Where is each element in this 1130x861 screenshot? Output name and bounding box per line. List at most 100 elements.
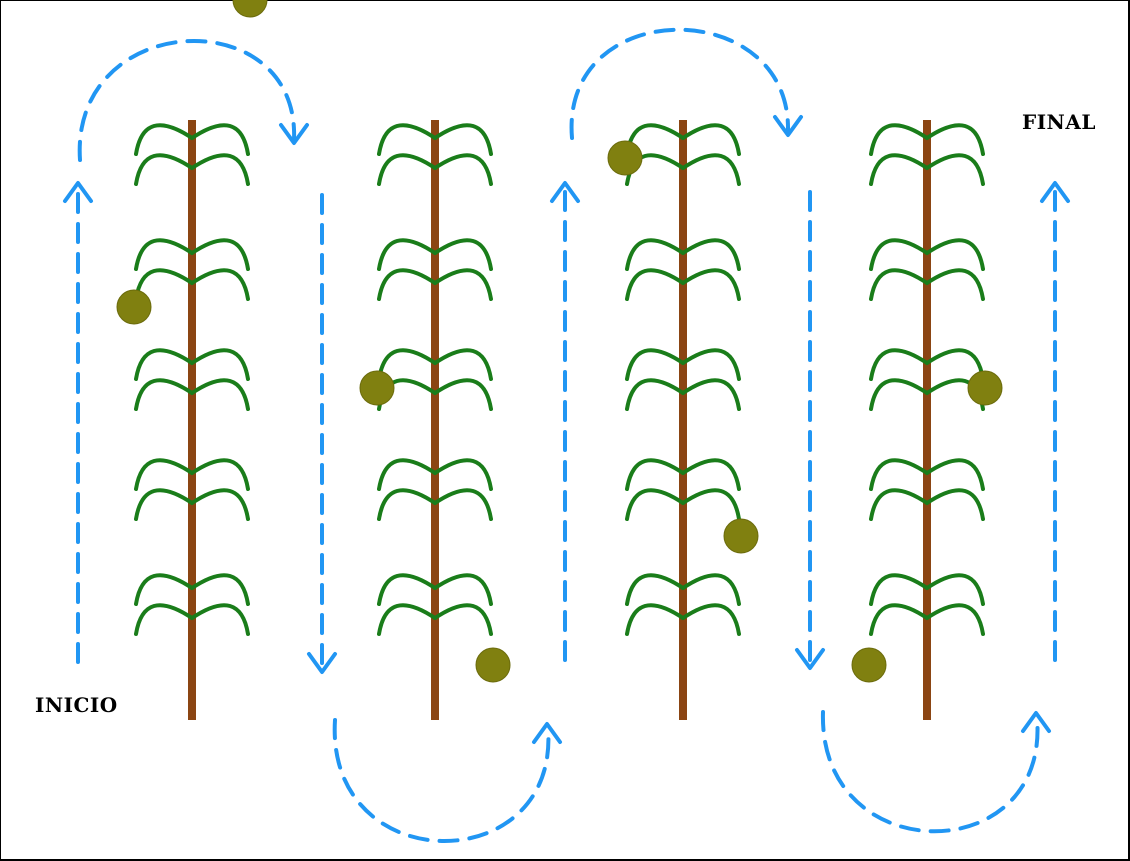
leaf [134,378,194,411]
plant-row [116,0,268,720]
fruit [232,0,268,18]
leaf [377,458,437,491]
leaf [134,348,194,381]
fruit [607,140,643,176]
leaf [433,268,493,301]
leaf [625,153,685,186]
leaf [625,238,685,271]
leaf [377,603,437,636]
leaf [433,603,493,636]
leaf [190,348,250,381]
fruit [967,370,1003,406]
leaf [925,458,985,491]
plant-row [359,120,511,720]
leaf [377,238,437,271]
leaf [925,348,985,381]
fruit [116,289,152,325]
leaf [681,348,741,381]
leaf [625,603,685,636]
arrowhead-down [773,115,803,137]
leaf [433,238,493,271]
path-loop-bottom [820,710,1040,834]
leaf [377,123,437,156]
arrowhead-up [550,181,580,203]
leaf [681,123,741,156]
leaf [377,268,437,301]
leaf [869,238,929,271]
path-loop-top [77,38,297,162]
leaf [377,488,437,521]
leaf [681,268,741,301]
leaf [134,153,194,186]
leaf [433,348,493,381]
leaf [134,238,194,271]
fruit [475,647,511,683]
leaf [190,488,250,521]
leaf [681,603,741,636]
arrowhead-up [1040,181,1070,203]
leaf [190,153,250,186]
leaf [433,573,493,606]
leaf [681,573,741,606]
leaf [869,603,929,636]
leaf [869,348,929,381]
leaf [190,458,250,491]
leaf [625,573,685,606]
arrowhead-down [307,652,337,674]
leaf [625,348,685,381]
leaf [925,153,985,186]
leaf [377,348,437,381]
leaf [190,238,250,271]
leaf [869,488,929,521]
plant-row [607,120,759,720]
leaf [681,153,741,186]
leaf [625,378,685,411]
leaf [625,458,685,491]
leaf [681,458,741,491]
leaf [190,573,250,606]
leaf [433,378,493,411]
leaf [134,123,194,156]
leaf [681,378,741,411]
leaf [681,488,741,521]
arrowhead-down [279,123,309,145]
leaf [869,153,929,186]
path-loop-top [569,27,791,140]
leaf [433,123,493,156]
leaf [925,603,985,636]
leaf [134,458,194,491]
leaf [869,573,929,606]
leaf [925,573,985,606]
arrowhead-up [1021,711,1051,733]
arrowhead-up [63,181,93,203]
leaf [869,458,929,491]
leaf [377,153,437,186]
path-loop-bottom [332,718,551,843]
arrowhead-up [532,722,562,744]
arrowhead-down [795,648,825,670]
leaf [869,378,929,411]
leaf [681,238,741,271]
fruit [723,518,759,554]
leaf [925,123,985,156]
leaf [925,488,985,521]
leaf [925,238,985,271]
leaf [625,488,685,521]
leaf [925,268,985,301]
fruit [851,647,887,683]
leaf [134,573,194,606]
start-label: INICIO [35,693,118,717]
leaf [190,123,250,156]
leaf [134,488,194,521]
leaf [190,378,250,411]
leaf [433,488,493,521]
leaf [433,153,493,186]
leaf [134,603,194,636]
leaf [433,458,493,491]
leaf [625,268,685,301]
leaf [377,573,437,606]
fruit [359,370,395,406]
leaf [869,123,929,156]
